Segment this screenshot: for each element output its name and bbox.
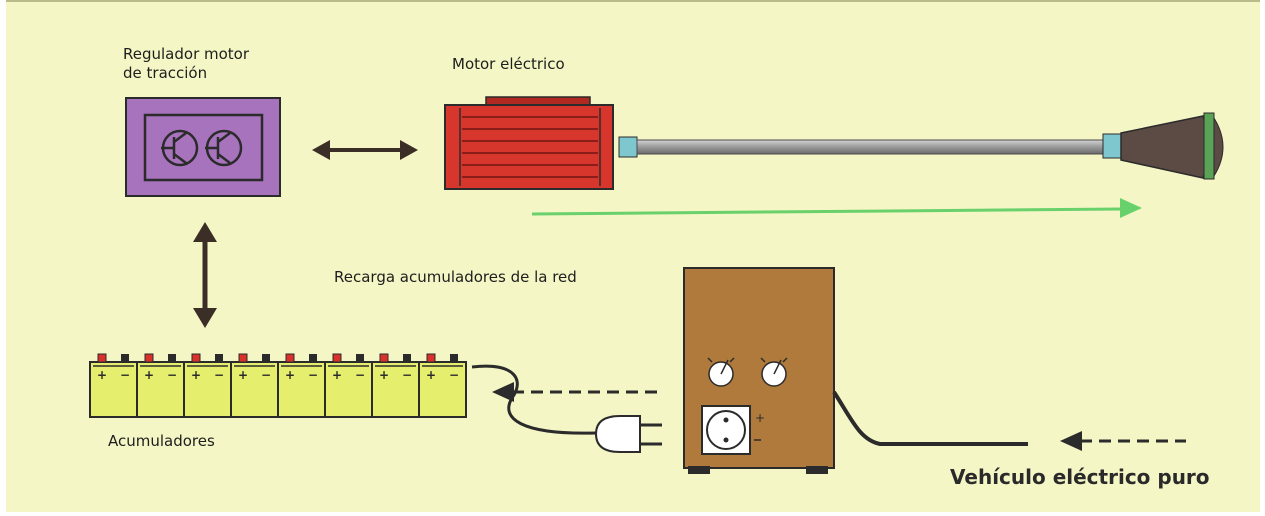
regulator-label: Regulador motor de tracción — [123, 45, 250, 82]
minus-sign: − — [402, 368, 412, 382]
motor-label: Motor eléctrico — [452, 55, 565, 73]
minus-sign: − — [308, 368, 318, 382]
accumulators-label: Acumuladores — [108, 432, 215, 450]
minus-sign: − — [120, 368, 130, 382]
regulator-battery-arrow — [193, 222, 217, 328]
power-cord — [832, 390, 1028, 446]
socket-icon: + — [701, 405, 765, 455]
minus-sign: − — [214, 368, 224, 382]
wheel-hub — [1120, 112, 1224, 180]
battery-cell: +− — [230, 353, 279, 418]
grid-flow-arrow — [1060, 431, 1186, 451]
battery-cell: +− — [136, 353, 185, 418]
minus-sign: − — [261, 368, 271, 382]
battery-cell: +− — [89, 353, 138, 418]
minus-sign: − — [449, 368, 459, 382]
plus-sign: + — [191, 368, 201, 382]
plus-sign: + — [238, 368, 248, 382]
plus-sign: + — [144, 368, 154, 382]
transistor-icon — [161, 129, 199, 167]
plug-icon — [594, 415, 662, 453]
dial-icon — [707, 357, 735, 387]
plus-sign: + — [332, 368, 342, 382]
battery-cable — [471, 364, 597, 435]
battery-cell: +− — [418, 353, 467, 418]
plus-sign: + — [97, 368, 107, 382]
diagram-title: Vehículo eléctrico puro — [950, 465, 1210, 489]
svg-text:+: + — [755, 411, 765, 425]
battery-cell: +− — [183, 353, 232, 418]
electric-motor — [444, 96, 614, 190]
regulator-box — [125, 97, 281, 197]
recharge-flow-arrow — [492, 382, 660, 402]
battery-bank: +−+−+−+−+−+−+−+− — [89, 353, 467, 418]
battery-cell: +− — [371, 353, 420, 418]
battery-cell: +− — [324, 353, 373, 418]
dial-icon — [760, 357, 788, 387]
transistor-icon — [205, 129, 243, 167]
minus-sign: − — [355, 368, 365, 382]
plus-sign: + — [285, 368, 295, 382]
minus-sign: − — [167, 368, 177, 382]
battery-cell: +− — [277, 353, 326, 418]
plus-sign: + — [426, 368, 436, 382]
plus-sign: + — [379, 368, 389, 382]
recharge-label: Recarga acumuladores de la red — [334, 268, 577, 286]
direction-arrow — [531, 198, 1142, 218]
regulator-motor-arrow — [312, 140, 418, 160]
charger-box: + — [683, 267, 835, 474]
drive-shaft — [618, 133, 1122, 159]
